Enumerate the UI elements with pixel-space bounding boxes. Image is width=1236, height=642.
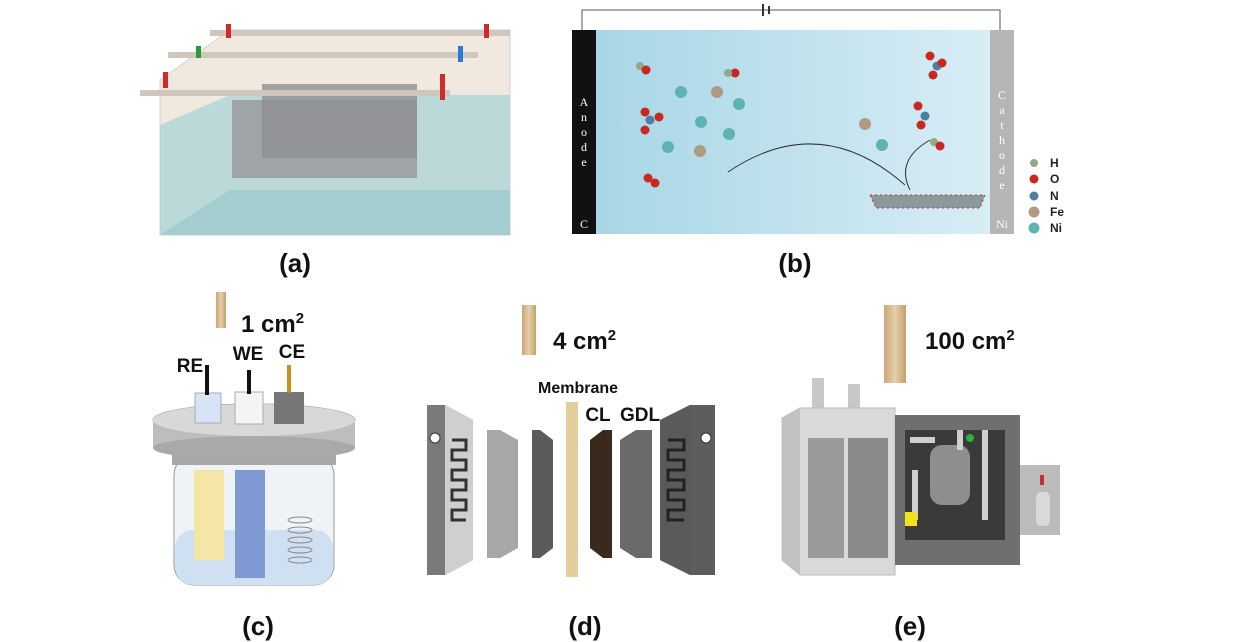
legend: H O N Fe Ni <box>1028 156 1064 235</box>
particle-o <box>640 125 650 135</box>
particle-o <box>937 58 947 68</box>
legend-marker-fe <box>1028 206 1040 218</box>
particle-h <box>724 69 732 77</box>
cl-right <box>590 430 612 558</box>
migration-arrow <box>727 143 906 186</box>
particle-o <box>641 65 651 75</box>
electrode-sample <box>522 305 536 355</box>
legend-label: Fe <box>1050 205 1064 219</box>
legend-marker-ni <box>1028 222 1040 234</box>
particle-o <box>935 141 945 151</box>
particle-o <box>916 120 926 130</box>
particle-ni <box>876 139 888 151</box>
ce-label: CE <box>279 342 305 363</box>
membrane <box>566 402 578 577</box>
particle-ni <box>662 141 674 153</box>
anode <box>572 30 596 234</box>
particle-ni <box>675 86 687 98</box>
ion-particles <box>636 51 947 188</box>
cl-left <box>532 430 553 558</box>
reference-electrode <box>194 470 224 560</box>
anode-material: C <box>580 217 588 231</box>
cl-label: CL <box>585 405 611 426</box>
panel-b-label: (b) <box>778 248 811 278</box>
clip-red <box>226 24 231 38</box>
we-label: WE <box>233 344 264 365</box>
clip-red <box>440 74 445 100</box>
support-rod <box>140 90 450 96</box>
cathode-label: Cathode <box>995 88 1009 193</box>
clip-red <box>484 24 489 38</box>
particle-fe <box>711 86 723 98</box>
clip-red <box>163 72 168 88</box>
cabinet-door <box>808 438 844 558</box>
particle-o <box>643 173 653 183</box>
electrode-sample <box>884 305 906 383</box>
panel-c-three-electrode-cell <box>152 292 356 586</box>
particle-fe <box>859 118 871 130</box>
panel-e-label: (e) <box>894 611 926 641</box>
legend-label: N <box>1050 189 1059 203</box>
particle-o <box>913 101 923 111</box>
particle-o <box>654 112 664 122</box>
particle-ni <box>733 98 745 110</box>
clip-blue <box>458 46 463 62</box>
particle-n <box>920 111 930 121</box>
gdl-left <box>487 430 518 558</box>
area-label-c: 1 cm2 <box>241 310 304 338</box>
gdl-label: GDL <box>620 405 661 426</box>
panel-a-label: (a) <box>279 248 311 278</box>
area-label-d: 4 cm2 <box>553 327 616 355</box>
support-rod <box>210 30 510 36</box>
legend-marker-n <box>1029 191 1039 201</box>
particle-n <box>645 115 655 125</box>
legend-marker-h <box>1030 159 1038 167</box>
legend-marker-o <box>1029 174 1039 184</box>
legend-label: Ni <box>1050 221 1062 235</box>
particle-ni <box>695 116 707 128</box>
clip-green <box>196 46 201 58</box>
anode-label: Anode <box>577 95 591 170</box>
particle-o <box>928 70 938 80</box>
panel-b-electrolysis-cell <box>572 4 1014 234</box>
electrode-plate <box>262 84 417 158</box>
particle-o <box>730 68 740 78</box>
electrode-sample <box>216 292 226 328</box>
panel-d-cell-stack <box>427 305 715 577</box>
panel-a-electrolyzer-tank <box>140 24 511 236</box>
particle-o <box>925 51 935 61</box>
particle-ni <box>723 128 735 140</box>
deposit-layer <box>869 194 986 209</box>
legend-label: O <box>1050 172 1059 186</box>
cabinet-door <box>848 438 888 558</box>
counter-electrode-coil <box>287 516 313 564</box>
particle-fe <box>694 145 706 157</box>
panel-c-label: (c) <box>242 611 274 641</box>
flow-field <box>666 438 686 522</box>
particle-o <box>640 107 650 117</box>
flow-field <box>450 438 468 522</box>
re-label: RE <box>177 356 203 377</box>
support-rod <box>168 52 478 58</box>
cathode <box>990 30 1014 234</box>
working-electrode <box>235 470 265 578</box>
circuit-wire <box>581 9 1001 30</box>
stack-unit <box>930 445 970 505</box>
area-label-e: 100 cm2 <box>925 327 1015 355</box>
particle-o <box>650 178 660 188</box>
legend-label: H <box>1050 156 1059 170</box>
membrane-label: Membrane <box>538 380 618 397</box>
panel-e-industrial-electrolyzer <box>781 305 1060 576</box>
panel-d-label: (d) <box>568 611 601 641</box>
gdl-right <box>620 430 652 558</box>
cathode-material: Ni <box>996 217 1009 231</box>
